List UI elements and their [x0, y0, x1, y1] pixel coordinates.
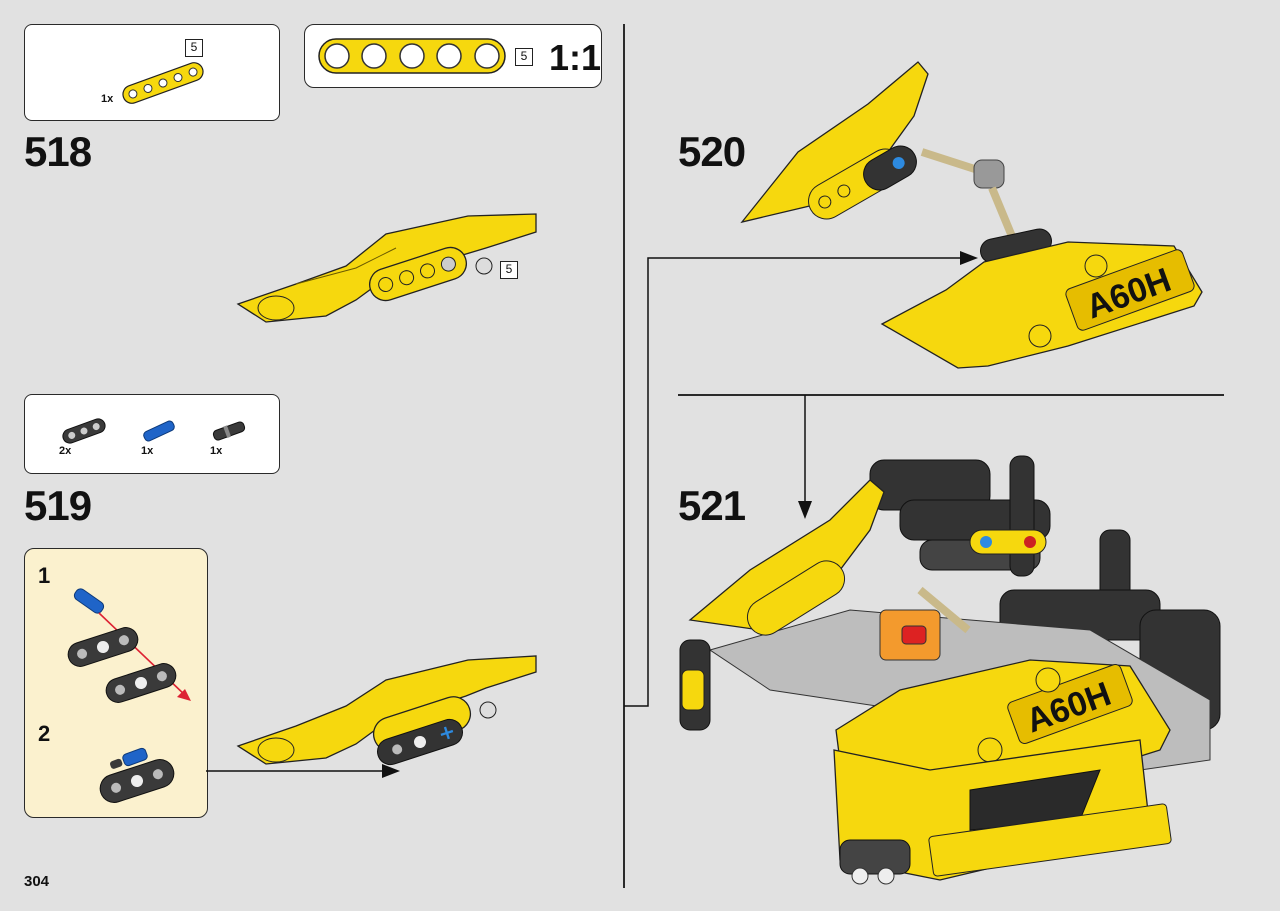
part-quantity: 2x: [59, 445, 72, 457]
substep-number-1: 1: [38, 563, 51, 588]
beam-length-callout: 5: [185, 39, 203, 57]
blue-axle-pin-icon: [143, 420, 175, 442]
model-illustration-519: +: [236, 655, 537, 766]
connection-arrow-519: [206, 764, 400, 778]
substep-1-illustration: [67, 588, 191, 703]
step-number-519: 519: [24, 482, 92, 529]
scale-label: 1:1: [549, 37, 602, 78]
part-quantity: 1x: [101, 93, 114, 105]
black-pin-icon: [212, 421, 246, 441]
parts-list-519: 2x 1x 1x: [24, 394, 280, 474]
scale-reference-box: 5 1:1: [304, 24, 602, 88]
subassembly-callout-519: 1 2: [24, 548, 208, 818]
step-separator: [678, 394, 1224, 396]
scale-beam-length: 5: [515, 48, 533, 66]
connection-arrow-520-to-521: [798, 395, 812, 519]
column-divider: [623, 24, 625, 888]
svg-text:+: +: [435, 718, 458, 746]
model-illustration-521: A60H: [679, 455, 1221, 885]
beam-1to1-icon: [318, 38, 506, 74]
part-quantity: 1x: [141, 445, 154, 457]
parts-list-518: 5 1x: [24, 24, 280, 121]
page-number: 304: [24, 873, 50, 890]
substep-number-2: 2: [38, 721, 51, 746]
step-number-520: 520: [678, 128, 746, 175]
model-illustration-518: [236, 213, 537, 323]
yellow-beam-5-icon: [122, 62, 204, 104]
black-link-beam-icon: [62, 418, 106, 444]
step-number-521: 521: [678, 482, 746, 529]
connection-arrow-519-to-520: [624, 251, 978, 707]
step-number-518: 518: [24, 128, 92, 175]
substep-2-illustration: [99, 747, 175, 803]
model-illustration-520: A60H: [740, 61, 1203, 369]
part-quantity: 1x: [210, 445, 223, 457]
model-beam-length-callout: 5: [500, 261, 518, 279]
